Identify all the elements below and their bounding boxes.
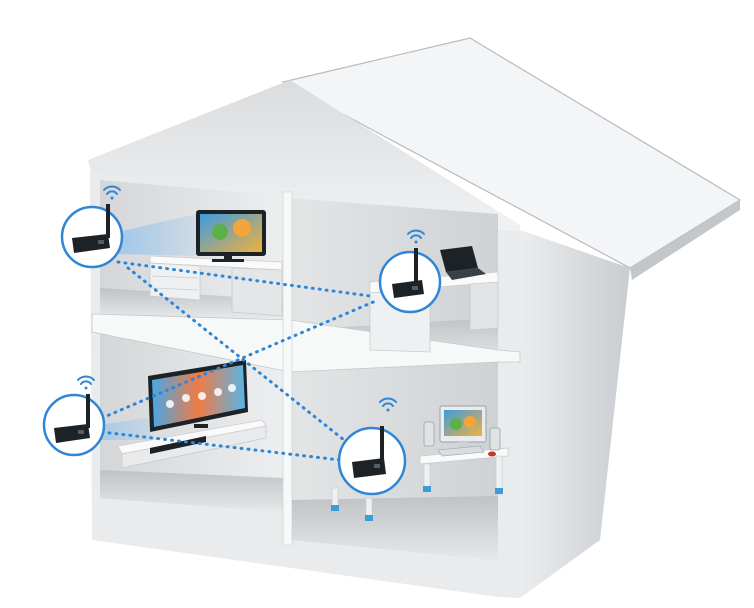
desk-leg-foot-1 [423,486,431,492]
upper-left-desk-side [231,267,283,317]
mid-floor-slab [91,313,521,373]
tv-icon [196,210,266,262]
upper-right-desk-leg [469,281,499,331]
mouse-icon [488,451,496,457]
speaker-right-icon [489,427,501,451]
node-receiver-top-right [378,229,442,314]
soundbar [150,436,206,454]
wifi-icon [407,229,425,244]
node-transmitter-top-left [60,185,124,269]
desktop-computer-icon [423,405,501,457]
widescreen-tv-icon [148,360,248,432]
wifi-icon [379,397,397,412]
link-bl-br [100,430,342,462]
center-divider-wall [282,191,293,546]
right-exterior-wall [498,230,630,598]
speaker-left-icon [423,421,435,447]
chair-foot-1 [331,505,339,511]
laptop-icon [440,246,486,280]
extender-device-icon [392,248,424,298]
extender-device-icon [352,426,386,478]
attic-gable [88,80,520,240]
link-tl-tr [116,260,372,298]
link-tl-br [126,266,346,442]
beam-upper-left [118,214,196,256]
tv-stand-front [121,425,267,469]
wifi-icon [103,185,121,200]
room-lower-right-floor [290,496,498,560]
chair-foot-2 [365,515,373,521]
roof-edge [630,200,740,280]
network-links [100,260,380,462]
beam-lower-left [92,418,152,440]
wifi-icon [77,375,95,390]
node-receiver-bottom-left [42,375,106,457]
extender-device-icon [72,204,110,253]
desk-leg-foot-2 [495,488,503,494]
link-bl-tr [100,298,380,420]
extender-device-icon [54,394,90,443]
node-receiver-bottom-right [337,397,407,496]
room-lower-left-floor [100,470,283,512]
